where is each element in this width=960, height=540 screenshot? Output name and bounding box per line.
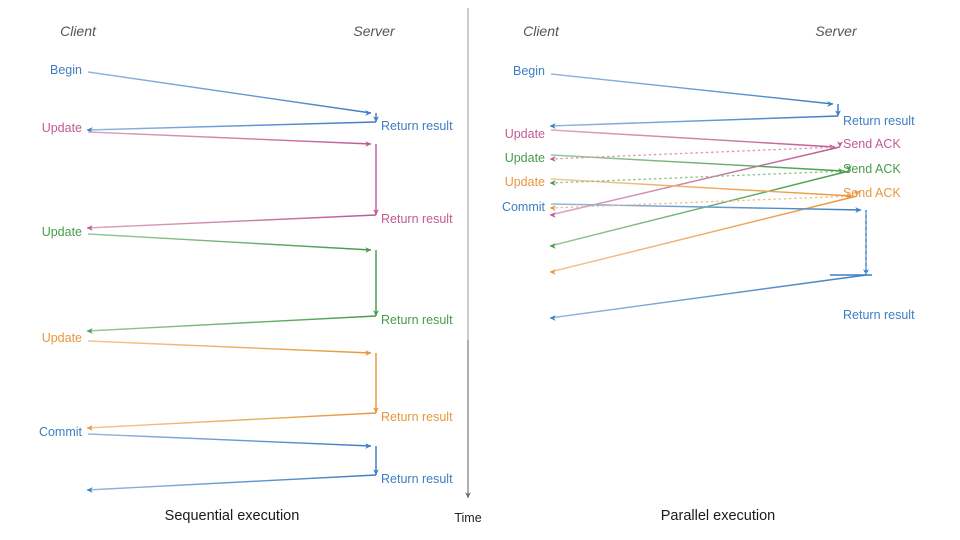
message-label-par-ret-2: Return result bbox=[843, 308, 915, 322]
panel-caption-sequential: Sequential execution bbox=[165, 508, 300, 524]
response-arrow-par-flow-commit bbox=[549, 274, 867, 321]
request-arrow-par-flow-update-1 bbox=[550, 129, 836, 150]
request-arrow-seq-flow-commit bbox=[87, 433, 372, 449]
message-label-par-commit: Commit bbox=[502, 200, 546, 214]
message-label-seq-update-1: Update bbox=[42, 121, 82, 135]
flow-seq-flow-begin bbox=[86, 71, 379, 133]
request-arrow-par-flow-commit bbox=[550, 203, 862, 213]
message-label-seq-ret-5: Return result bbox=[381, 472, 453, 486]
client-header-parallel: Client bbox=[523, 23, 560, 39]
flow-par-flow-update-2 bbox=[549, 154, 850, 249]
message-label-par-update-2: Update bbox=[505, 151, 545, 165]
message-label-par-begin: Begin bbox=[513, 64, 545, 78]
message-label-par-ack-2: Send ACK bbox=[843, 162, 901, 176]
flow-seq-flow-update-1 bbox=[86, 131, 379, 231]
request-arrow-par-flow-begin bbox=[550, 73, 834, 107]
message-label-seq-ret-3: Return result bbox=[381, 313, 453, 327]
message-label-seq-update-3: Update bbox=[42, 331, 82, 345]
response-arrow-par-flow-begin bbox=[549, 115, 839, 129]
response-arrow-seq-flow-begin bbox=[86, 121, 377, 133]
request-arrow-par-flow-update-2 bbox=[550, 154, 845, 174]
response-arrow-seq-flow-update-3 bbox=[86, 412, 377, 431]
ack-dashed-par-commit bbox=[549, 195, 856, 211]
flow-par-flow-update-1 bbox=[549, 129, 841, 218]
ack-dashed-par-update-2 bbox=[549, 146, 839, 162]
response-arrow-seq-flow-update-1 bbox=[86, 214, 377, 231]
response-arrow-seq-flow-update-2 bbox=[86, 315, 377, 334]
message-label-par-ack-3: Send ACK bbox=[843, 186, 901, 200]
server-header-sequential: Server bbox=[353, 23, 396, 39]
server-header-parallel: Server bbox=[815, 23, 858, 39]
flow-par-flow-update-3 bbox=[549, 178, 858, 275]
response-arrow-par-flow-update-2 bbox=[549, 170, 850, 249]
request-arrow-seq-flow-update-3 bbox=[87, 340, 372, 356]
flow-seq-flow-update-3 bbox=[86, 340, 379, 431]
panel-caption-parallel: Parallel execution bbox=[661, 508, 775, 524]
flow-seq-flow-update-2 bbox=[86, 233, 379, 334]
message-label-seq-ret-4: Return result bbox=[381, 410, 453, 424]
response-arrow-seq-flow-commit bbox=[86, 474, 377, 493]
response-arrow-par-flow-update-1 bbox=[549, 146, 841, 218]
flow-par-flow-begin bbox=[549, 73, 841, 129]
message-label-seq-commit: Commit bbox=[39, 425, 83, 439]
client-header-sequential: Client bbox=[60, 23, 97, 39]
message-label-par-update-3: Update bbox=[505, 175, 545, 189]
message-label-par-ret-1: Return result bbox=[843, 114, 915, 128]
request-arrow-par-flow-update-3 bbox=[550, 178, 853, 199]
message-label-seq-ret-2: Return result bbox=[381, 212, 453, 226]
request-arrow-seq-flow-update-1 bbox=[87, 131, 372, 147]
time-axis-label: Time bbox=[454, 511, 481, 525]
message-label-seq-update-2: Update bbox=[42, 225, 82, 239]
request-arrow-seq-flow-update-2 bbox=[87, 233, 372, 253]
message-label-par-update-1: Update bbox=[505, 127, 545, 141]
message-label-seq-begin: Begin bbox=[50, 63, 82, 77]
message-label-par-ack-1: Send ACK bbox=[843, 137, 901, 151]
flow-seq-flow-commit bbox=[86, 433, 379, 493]
message-label-seq-ret-1: Return result bbox=[381, 119, 453, 133]
request-arrow-seq-flow-begin bbox=[87, 71, 372, 116]
